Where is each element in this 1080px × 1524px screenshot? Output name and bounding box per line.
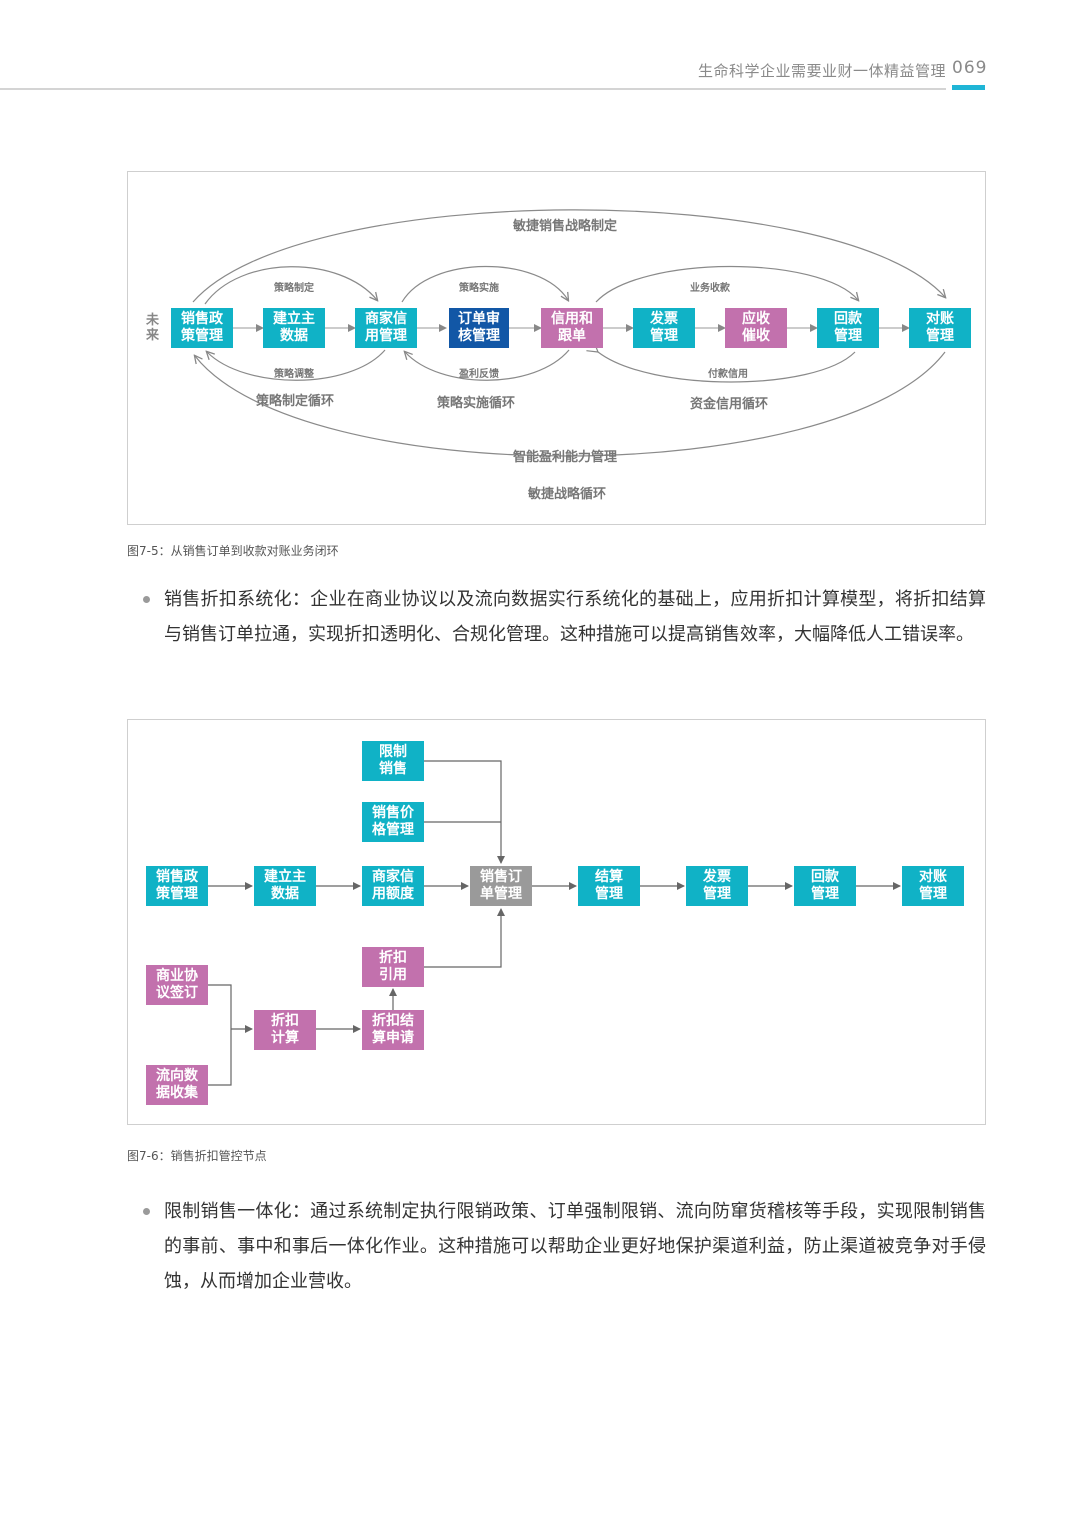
node-sales-price: 销售价 格管理 <box>362 802 424 842</box>
node-reconcile: 对账 管理 <box>909 308 971 348</box>
node-reconcile: 对账 管理 <box>902 866 964 906</box>
bottom-caption-label: 敏捷战略循环 <box>528 487 607 502</box>
label-business-collect: 业务收款 <box>690 283 730 294</box>
node-payment: 回款 管理 <box>817 308 879 348</box>
node-sales-policy: 销售政 策管理 <box>171 308 233 348</box>
running-header-title: 生命科学企业需要业财一体精益管理 <box>697 62 946 80</box>
node-order-review: 订单审 核管理 <box>449 308 509 348</box>
arc-strategy-set <box>204 266 377 305</box>
label-payment-credit: 付款信用 <box>708 369 748 380</box>
node-sales-order: 销售订 单管理 <box>470 866 532 906</box>
node-merchant-credit: 商家信 用管理 <box>355 308 417 348</box>
figure-7-5-frame <box>127 171 986 525</box>
node-credit-tracking: 信用和 跟单 <box>541 308 603 348</box>
header-accent-bar <box>952 85 985 90</box>
loop-label-strategy-set: 策略制定循环 <box>256 394 335 409</box>
arc-profit-feedback <box>405 349 570 381</box>
node-discount-ref: 折扣 引用 <box>362 947 424 987</box>
header-rule <box>0 88 946 90</box>
bottom-arc-label: 智能盈利能力管理 <box>513 450 618 465</box>
node-receivable-collection: 应收 催收 <box>725 308 787 348</box>
connector-discount-ref <box>424 908 505 968</box>
arc-business-collect <box>595 265 858 303</box>
label-profit-feedback: 盈利反馈 <box>459 369 499 380</box>
connector-limit-sales <box>424 760 505 864</box>
label-strategy-set: 策略制定 <box>274 283 314 294</box>
label-strategy-exec: 策略实施 <box>459 283 499 294</box>
arc-payment-credit <box>586 340 856 383</box>
connector-flow-data <box>208 1029 232 1086</box>
node-settlement: 结算 管理 <box>578 866 640 906</box>
node-limit-sales: 限制 销售 <box>362 741 424 781</box>
label-strategy-adjust: 策略调整 <box>274 369 314 380</box>
arc-strategy-adjust <box>207 349 386 381</box>
node-master-data: 建立主 数据 <box>263 308 325 348</box>
node-invoice: 发票 管理 <box>686 866 748 906</box>
top-big-arc <box>192 209 945 303</box>
bullet-dot <box>143 596 150 603</box>
side-label-future: 未 来 <box>146 313 160 343</box>
node-master-data: 建立主 数据 <box>254 866 316 906</box>
top-arc-label: 敏捷销售战略制定 <box>513 219 618 234</box>
node-invoice: 发票 管理 <box>633 308 695 348</box>
node-discount-apply: 折扣结 算申请 <box>362 1010 424 1050</box>
node-credit-limit: 商家信 用额度 <box>362 866 424 906</box>
node-payment: 回款 管理 <box>794 866 856 906</box>
bullet-dot <box>143 1208 150 1215</box>
arc-strategy-exec <box>401 266 568 303</box>
page-number: 069 <box>952 58 988 78</box>
node-agreement: 商业协 议签订 <box>146 965 208 1005</box>
loop-label-strategy-exec: 策略实施循环 <box>437 396 516 411</box>
node-flow-data: 流向数 据收集 <box>146 1065 208 1105</box>
node-discount-calc: 折扣 计算 <box>254 1010 316 1050</box>
paragraph-discount: 销售折扣系统化：企业在商业协议以及流向数据实行系统化的基础上，应用折扣计算模型，… <box>164 589 986 645</box>
paragraph-restricted-sales: 限制销售一体化：通过系统制定执行限销政策、订单强制限销、流向防窜货稽核等手段，实… <box>164 1201 986 1292</box>
figure-7-5-caption: 图7-5：从销售订单到收款对账业务闭环 <box>127 544 339 558</box>
figure-7-6-caption: 图7-6：销售折扣管控节点 <box>127 1149 267 1163</box>
figure-7-6-frame <box>127 719 986 1125</box>
bottom-big-arc <box>195 351 946 457</box>
loop-label-capital-credit: 资金信用循环 <box>690 397 769 412</box>
node-sales-policy: 销售政 策管理 <box>146 866 208 906</box>
connector-agreement <box>208 984 232 1029</box>
